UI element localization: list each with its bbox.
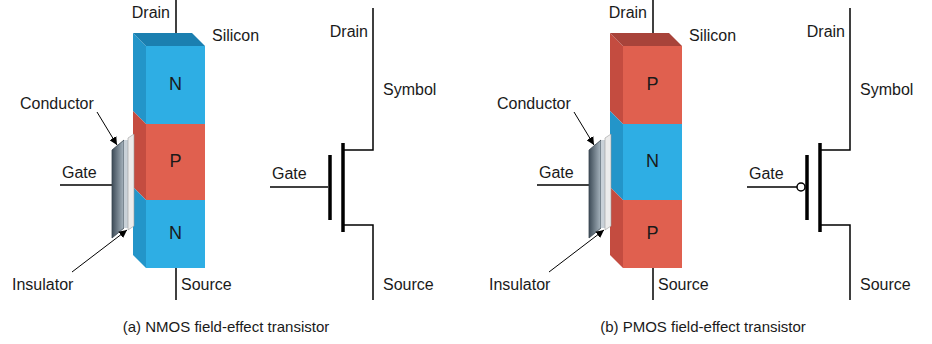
part-label: Gate <box>749 164 784 183</box>
part-label: Silicon <box>689 26 736 45</box>
leader-line <box>97 112 117 145</box>
source-wire <box>175 268 177 300</box>
part-label: Insulator <box>12 275 73 294</box>
leader-line <box>574 112 594 145</box>
side-face <box>610 33 623 124</box>
leader-line <box>72 230 127 272</box>
part-label: Insulator <box>489 275 550 294</box>
silicon-region: P <box>623 200 682 268</box>
part-label: Silicon <box>212 26 259 45</box>
side-face <box>133 187 146 268</box>
doping-letter: P <box>646 223 658 245</box>
symbol-gate-plate <box>328 155 332 220</box>
silicon-region: N <box>623 124 682 200</box>
symbol-channel <box>818 143 822 232</box>
top-face <box>610 33 682 46</box>
gate-edge <box>601 140 605 228</box>
doping-letter: N <box>169 74 182 96</box>
doping-letter: P <box>169 151 181 173</box>
part-label: Gate <box>62 163 97 182</box>
silicon-region: P <box>623 46 682 124</box>
part-label: Source <box>383 275 434 294</box>
source-wire <box>652 268 654 300</box>
part-label: Conductor <box>20 94 94 113</box>
sub-caption: (b) PMOS field-effect transistor <box>600 318 806 336</box>
symbol-gate-wire <box>747 186 797 188</box>
silicon-region: N <box>146 200 205 268</box>
gate-conductor <box>112 140 124 238</box>
part-label: Gate <box>539 163 574 182</box>
side-face <box>133 33 146 124</box>
symbol-gate-bubble <box>797 183 805 191</box>
part-label: Drain <box>807 22 845 41</box>
doping-letter: N <box>169 223 182 245</box>
silicon-region: P <box>146 124 205 200</box>
doping-letter: N <box>646 151 659 173</box>
side-face <box>133 111 146 200</box>
gate-conductor <box>589 140 601 238</box>
part-label: Drain <box>132 3 170 22</box>
gate-wire <box>60 184 116 186</box>
top-face <box>133 33 205 46</box>
symbol-gate-wire <box>270 186 328 188</box>
gate-edge <box>124 140 128 228</box>
silicon-region: N <box>146 46 205 124</box>
part-label: Drain <box>609 3 647 22</box>
part-label: Drain <box>330 22 368 41</box>
side-face <box>610 187 623 268</box>
gate-insulator <box>128 134 134 230</box>
part-label: Symbol <box>860 80 913 99</box>
nmos-drawing <box>60 0 373 300</box>
symbol-channel <box>341 143 345 232</box>
gate-wire <box>537 184 593 186</box>
symbol-gate-plate <box>805 155 809 220</box>
part-label: Source <box>860 275 911 294</box>
part-label: Source <box>658 275 709 294</box>
part-label: Gate <box>272 164 307 183</box>
side-face <box>610 111 623 200</box>
sub-caption: (a) NMOS field-effect transistor <box>123 318 329 336</box>
pmos-drawing <box>537 0 850 300</box>
gate-insulator <box>605 134 611 230</box>
part-label: Symbol <box>383 80 436 99</box>
part-label: Source <box>181 275 232 294</box>
doping-letter: P <box>646 74 658 96</box>
symbol-source-wire <box>820 225 850 300</box>
part-label: Conductor <box>497 94 571 113</box>
leader-line <box>549 230 604 272</box>
symbol-source-wire <box>343 225 373 300</box>
